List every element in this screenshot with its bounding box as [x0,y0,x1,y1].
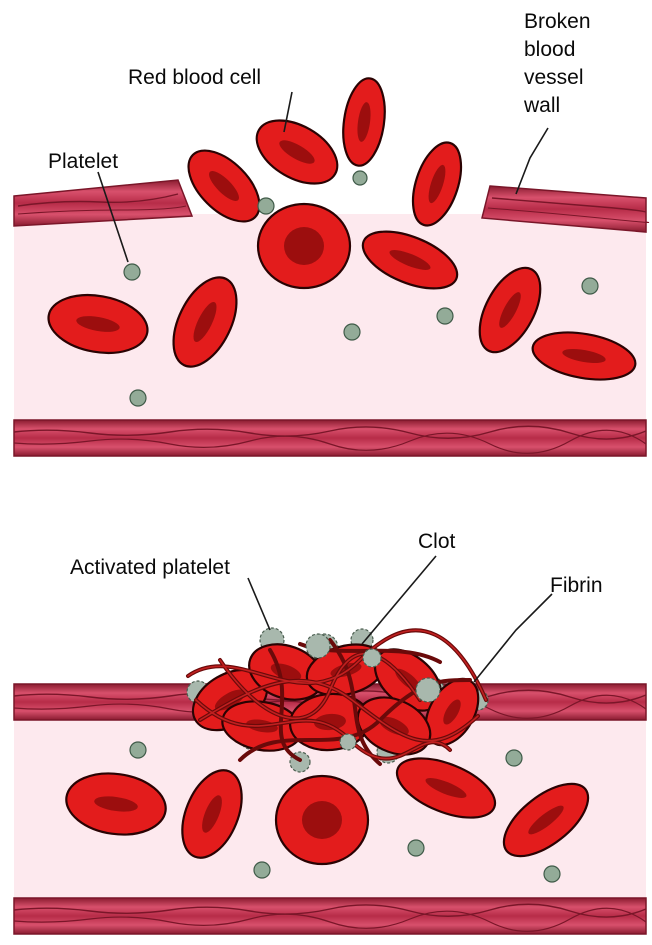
broken-wall-label-line: Broken [524,10,591,33]
vessel-wall-bottom [14,898,646,934]
broken-wall-label-line: vessel [524,66,584,89]
vessel-wall-bottom [14,420,646,456]
clot-label: Clot [418,530,456,553]
fibrin-label: Fibrin [550,574,603,597]
platelet [124,264,140,280]
clot-formation-panel: Activated platelet Clot Fibrin [14,530,646,934]
fibrin-leader [474,594,552,682]
red-blood-cell [258,204,350,288]
platelet [130,742,146,758]
broken-wall-label-line: wall [523,94,560,117]
red-blood-cell [276,776,368,864]
platelet [258,198,274,214]
red-blood-cell [338,76,390,169]
broken-vessel-panel: Red blood cell Platelet Broken blood ves… [14,10,649,456]
platelet [582,278,598,294]
platelet-label: Platelet [48,150,118,173]
platelet [437,308,453,324]
platelet [408,840,424,856]
broken-wall-label-line: blood [524,38,575,61]
platelet [506,750,522,766]
platelet [544,866,560,882]
activated-platelet-label: Activated platelet [70,556,230,579]
red-blood-cell [246,107,348,196]
red-blood-cell-label: Red blood cell [128,66,261,89]
broken-wall-leader [516,128,548,194]
platelet [130,390,146,406]
activated-platelet-leader [248,578,270,630]
platelet [254,862,270,878]
platelet [344,324,360,340]
platelet [353,171,367,185]
